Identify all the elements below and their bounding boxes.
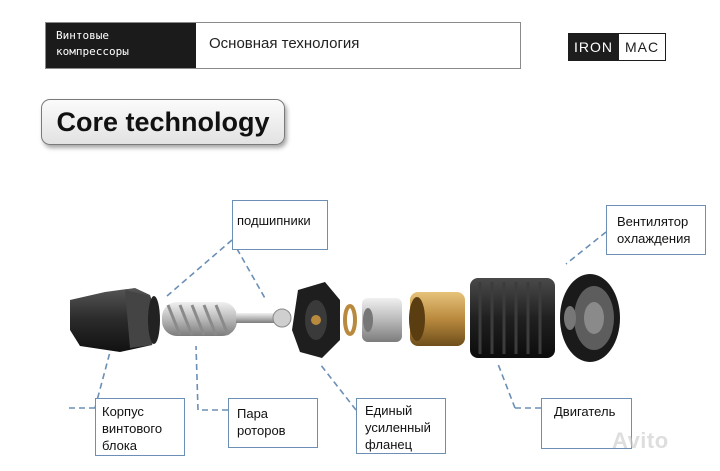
callout-bearings: подшипники [232,200,328,250]
category-line-1: Винтовые [56,29,109,42]
category-line-2: компрессоры [56,45,129,58]
motor-body [470,278,555,358]
category-badge: Винтовые компрессоры [46,23,196,68]
callout-cooling-fan: Вентилятор охлаждения [606,205,706,255]
brand-logo: IRON MAC [568,33,667,61]
header-box: Винтовые компрессоры Основная технология [45,22,521,69]
rotor-pair [162,302,292,336]
reinforced-flange [292,282,340,358]
cooling-fan [560,274,620,362]
coupling-cylinder [362,298,402,342]
screw-block-housing [70,288,160,352]
brand-logo-right: MAC [619,33,667,61]
brand-logo-left: IRON [568,33,619,61]
callout-motor: Двигатель [541,398,632,449]
callout-flange: Единый усиленный фланец [356,398,446,454]
core-technology-label: Core technology [41,99,285,145]
callout-rotors: Пара роторов [228,398,318,448]
bronze-sleeve [409,292,465,346]
callout-housing: Корпус винтового блока [95,398,185,456]
header-title: Основная технология [209,35,360,52]
leader-lines [65,231,607,411]
avito-watermark: Avito [612,428,669,453]
seal-ring [343,304,357,336]
